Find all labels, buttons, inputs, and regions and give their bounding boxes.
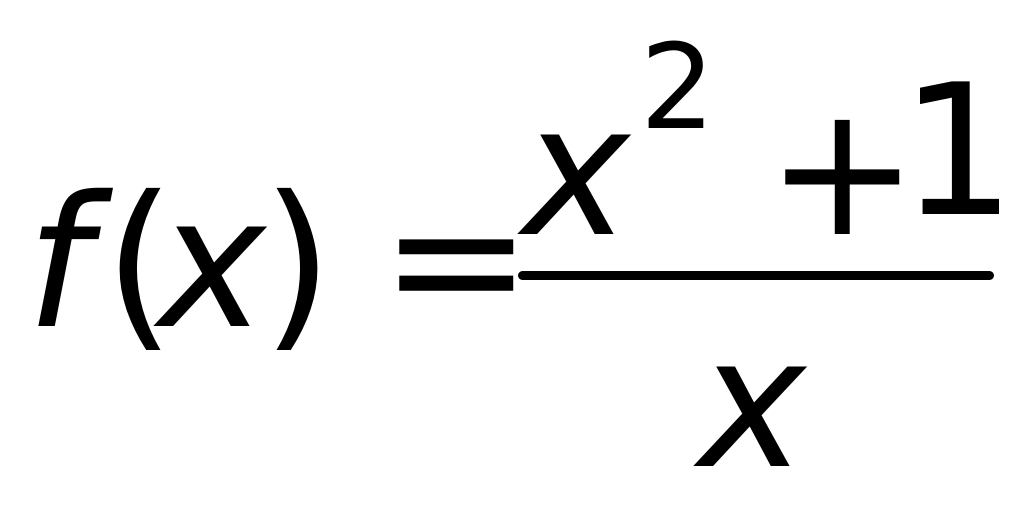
function-name: f	[26, 157, 91, 369]
close-paren: )	[262, 157, 334, 369]
fraction-bar	[518, 271, 994, 280]
numerator-constant: 1	[900, 45, 1016, 257]
equals-sign: =	[380, 153, 533, 365]
open-paren: (	[104, 157, 176, 369]
numerator-base: x	[522, 65, 630, 277]
function-variable: x	[158, 157, 266, 369]
denominator-variable: x	[698, 297, 806, 509]
plus-sign: +	[766, 65, 919, 277]
numerator-exponent: 2	[640, 18, 716, 156]
math-formula: f ( x ) = x 2 + 1 x	[26, 18, 1016, 494]
